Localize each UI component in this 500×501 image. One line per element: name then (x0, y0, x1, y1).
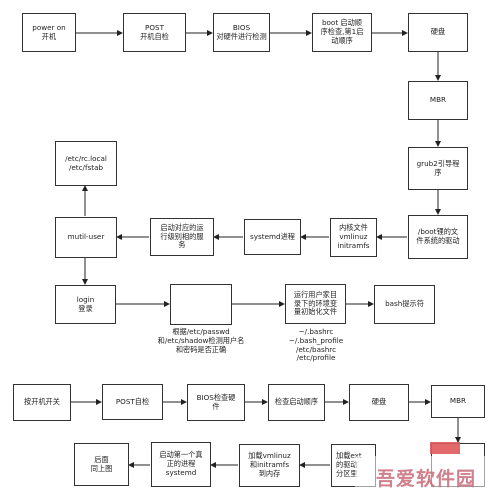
node2-power-switch: 按开机开关 (13, 384, 71, 421)
node-bios: BIOS 对硬件进行检测 (213, 13, 270, 52)
auth-note: 根据/etc/passwd 和/etc/shadow检测用户名 和密码是否正确 (157, 327, 245, 354)
node-disk: 硬盘 (408, 13, 468, 52)
node-systemd: systemd进程 (244, 219, 301, 255)
node2-load-vmlinuz: 加载vmlinuz 和initramfs 到内存 (239, 444, 300, 487)
node2-first-process: 启动第一个真 正的进程 systemd (151, 442, 211, 487)
node-post: POST 开机自检 (123, 13, 186, 52)
node-boot-dir: /boot锂的文 件系统的驱动 (408, 215, 468, 259)
node-run-level: 启动对应的运 行级别相的服 务 (150, 218, 214, 256)
watermark-text: 吾爱软件园 (375, 467, 476, 490)
node2-post: POST自检 (102, 384, 163, 420)
node-kernel: 内核文件 vmlinuz initramfs (330, 218, 377, 257)
node2-disk: 硬盘 (349, 384, 409, 421)
watermark-badge (430, 442, 460, 454)
node-mutil-user: mutil-user (55, 217, 117, 258)
node-auth (170, 284, 232, 325)
node-mbr: MBR (408, 81, 468, 120)
node-grub2: grub2引导程 序 (408, 147, 468, 190)
node2-same-as-above: 后面 同上图 (74, 443, 129, 486)
watermark: 吾爱软件园 (355, 456, 497, 498)
node2-check-boot: 检查启动顺序 (268, 384, 325, 421)
env-files-note: ~/.bashrc ~/.bash_profile /etc/bashrc /e… (288, 327, 344, 363)
node2-mbr: MBR (431, 385, 485, 418)
node-rc-local: /etc/rc.local /etc/fstab (55, 141, 117, 186)
node2-bios-check: BIOS检查硬 件 (187, 384, 245, 421)
node-login: login 登录 (55, 285, 116, 324)
node-run-env: 运行用户家目 录下的环境变 量初始化文件 (285, 284, 346, 324)
node-boot-order: boot 启动顺 序检查,第1启 动顺序 (312, 13, 372, 52)
node-bash-prompt: bash提示符 (374, 285, 435, 324)
node-power-on: power on 开机 (22, 13, 76, 52)
